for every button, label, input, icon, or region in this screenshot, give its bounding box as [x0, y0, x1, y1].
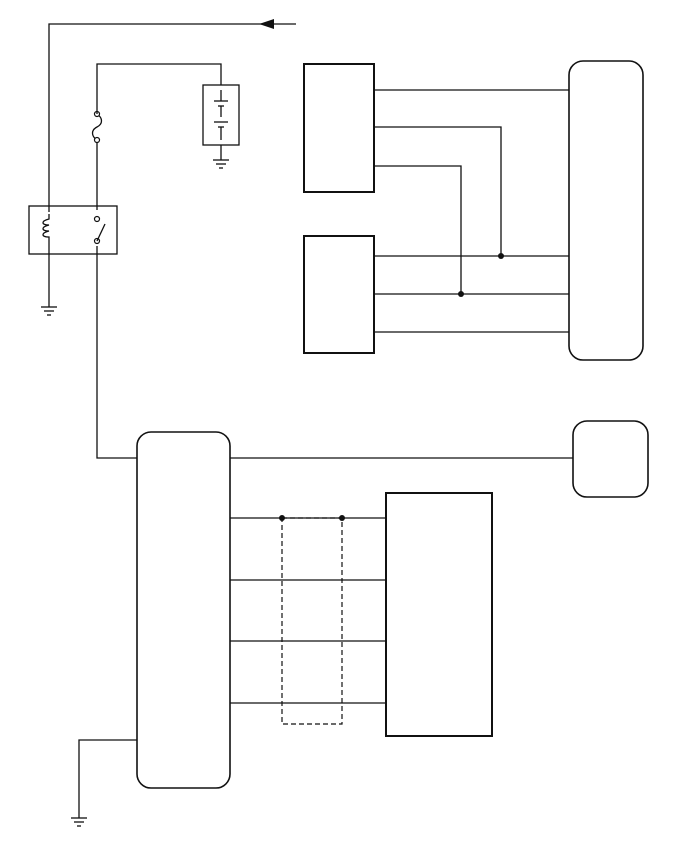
- switch-icon: [93, 215, 106, 245]
- twisted-pair-shield: [281, 517, 343, 725]
- arrow-icon: [259, 19, 274, 29]
- fuse-branch-wire: [91, 63, 222, 210]
- battery-icon: [202, 84, 240, 146]
- junction-dot: [458, 291, 464, 297]
- ground-icon: [41, 246, 57, 316]
- upper-module-top: [303, 63, 375, 193]
- main-module: [136, 431, 231, 789]
- incoming-feed-wire: [48, 19, 296, 212]
- relay-box: [28, 205, 118, 255]
- ground-icon: [213, 145, 229, 169]
- relay-output-wire: [96, 246, 138, 459]
- upper-module-bottom: [303, 235, 375, 354]
- relay-coil-icon: [42, 214, 50, 246]
- fuse-icon: [91, 113, 103, 141]
- small-connector: [572, 420, 649, 498]
- main-ground-wire: [78, 739, 137, 818]
- lower-harness-wires: [230, 515, 386, 704]
- ground-icon: [71, 817, 87, 827]
- junction-dot: [498, 253, 504, 259]
- lower-module: [385, 492, 493, 737]
- upper-right-connector: [568, 60, 644, 361]
- upper-harness-wires: [374, 89, 569, 333]
